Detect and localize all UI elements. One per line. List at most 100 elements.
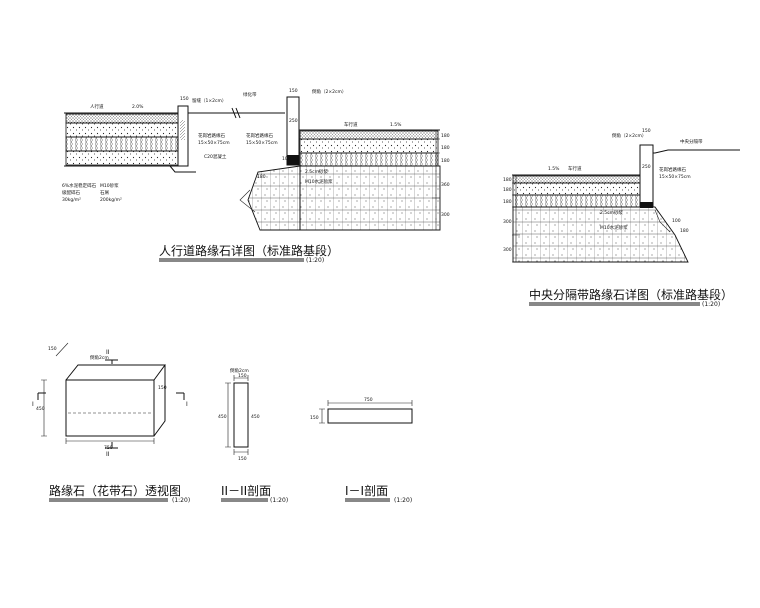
sidewalk-cushion-layer — [65, 150, 179, 166]
dim-col-5: 300 — [441, 212, 450, 218]
dim-250: 250 — [289, 118, 298, 124]
perspective-height: 450 — [36, 406, 45, 412]
median-dim-250: 250 — [642, 164, 651, 170]
layer-note-2: 石屑 — [100, 190, 109, 196]
median-carriageway-label: 车行道 — [568, 165, 582, 172]
carriageway-top-layer — [299, 130, 439, 140]
right-curb-base-black — [287, 155, 299, 165]
right-curb-size: 15×50×75cm — [246, 140, 278, 146]
section-II-body — [233, 382, 249, 448]
left-curb-foot — [169, 165, 196, 173]
median-curb-detail — [512, 144, 740, 263]
perspective-side-face — [153, 365, 166, 437]
section-II-title: II－II剖面 — [221, 484, 271, 498]
sidewalk-title-underline — [159, 258, 304, 262]
right-dimension-line — [432, 129, 440, 231]
sidewalk-label: 人行道 — [90, 103, 104, 110]
chamfer-label: 倒角（2×2cm） — [312, 88, 346, 95]
perspective-depth-dim — [55, 342, 69, 357]
cut-II-bottom-marker — [105, 442, 118, 449]
section-I-title-underline — [345, 498, 390, 502]
sidewalk-subgrade — [247, 165, 441, 231]
median-mortar-note: 2.5cm砂浆 — [600, 209, 624, 216]
perspective-height-dim — [41, 379, 47, 437]
green-belt-label: 绿化带 — [243, 91, 257, 98]
left-curb-hatch — [180, 120, 185, 140]
curb-perspective — [37, 342, 185, 449]
sidewalk-detail-title: 人行道路缘石详图（标准路基段） — [159, 243, 339, 258]
section-I-scale: (1:20) — [394, 497, 412, 504]
median-dim-100: 100 — [672, 218, 681, 224]
section-II-top-dim — [233, 375, 249, 381]
median-ground-line — [640, 149, 740, 154]
sand-note: M10水泥砂浆 — [305, 178, 333, 185]
sidewalk-slope: 2.0% — [132, 104, 144, 110]
median-sand-note: M10水泥砂浆 — [600, 224, 628, 231]
left-curb-size: 15×50×75cm — [198, 140, 230, 146]
median-left-dimension — [512, 174, 520, 263]
median-slope-label: 1.5% — [548, 166, 560, 172]
carriageway-slope: 1.5% — [390, 122, 402, 128]
section-II-title-underline — [221, 498, 268, 502]
section-I-length-dim — [327, 400, 413, 406]
median-dim-col-2: 180 — [503, 187, 512, 193]
dim-180: 180 — [257, 174, 266, 180]
section-II-bottom: 150 — [238, 456, 247, 462]
median-dim-col-1: 180 — [503, 177, 512, 183]
section-I-height: 150 — [310, 415, 319, 421]
median-slope-mark — [654, 209, 671, 233]
layer-note-1: M10砂浆 — [100, 182, 119, 189]
median-dim-col-3: 180 — [503, 199, 512, 205]
backfill-label: C20混凝土 — [204, 153, 227, 160]
perspective-chamfer: 倒角2cm — [90, 354, 109, 361]
section-II — [225, 375, 249, 455]
subgrade-slope-mark — [239, 189, 256, 213]
median-title-underline — [529, 302, 700, 306]
median-dim-col-5: 300 — [503, 247, 512, 253]
dim-150-curb-right: 150 — [289, 88, 298, 94]
median-curb-size: 15×50×75cm — [659, 174, 691, 180]
section-I — [319, 400, 413, 424]
perspective-scale: (1:20) — [172, 497, 190, 504]
cut-I-left-marker — [37, 392, 46, 400]
break-symbol — [231, 107, 241, 119]
perspective-title-underline — [49, 498, 168, 502]
sidewalk-paving-layer — [65, 113, 179, 124]
base-note-c: 30kg/m² — [62, 197, 81, 203]
dim-150-curb: 150 — [180, 96, 189, 102]
section-II-height-b: 450 — [251, 414, 260, 420]
median-detail-title: 中央分隔带路缘石详图（标准路基段） — [529, 287, 733, 302]
median-third-layer — [512, 194, 641, 208]
median-curb-spec: 花岗岩路缘石 — [659, 166, 686, 173]
section-II-chamfer: 倒角2cm — [230, 367, 249, 374]
section-I-title: I－I剖面 — [345, 484, 388, 498]
cut-I-right-label: I — [186, 401, 188, 408]
section-I-length: 750 — [364, 397, 373, 403]
sidewalk-right-curb — [286, 96, 300, 166]
median-dim-180: 180 — [680, 228, 689, 234]
mortar-note: 2.5cm砂浆 — [305, 168, 329, 175]
section-I-height-dim — [319, 408, 325, 424]
joint-top-label: 留缝（1×2cm） — [192, 97, 226, 104]
section-I-body — [327, 408, 413, 424]
dim-col-4: 360 — [441, 182, 450, 188]
cut-I-right-marker — [176, 392, 185, 400]
median-chamfer-label: 倒角（2×2cm） — [612, 132, 646, 139]
perspective-length-dim — [65, 438, 155, 444]
base-note-d: 200kg/m² — [100, 197, 122, 203]
median-curb-base-black — [640, 202, 653, 208]
median-detail-scale: (1:20) — [702, 301, 720, 308]
cut-II-bottom-label: II — [106, 451, 110, 458]
sidewalk-base-layer — [65, 122, 179, 138]
median-dim-col-4: 300 — [503, 219, 512, 225]
perspective-length: 750 — [104, 445, 113, 451]
median-top-layer — [512, 175, 641, 184]
carriageway-label: 车行道 — [344, 121, 358, 128]
perspective-depth: 150 — [48, 346, 57, 352]
sidewalk-subbase-layer — [65, 136, 179, 152]
dim-100: 100 — [282, 156, 291, 162]
perspective-front-face — [65, 379, 155, 437]
section-II-height-dim — [225, 382, 231, 448]
base-note-a: 6%水泥稳定碎石 — [62, 182, 97, 189]
